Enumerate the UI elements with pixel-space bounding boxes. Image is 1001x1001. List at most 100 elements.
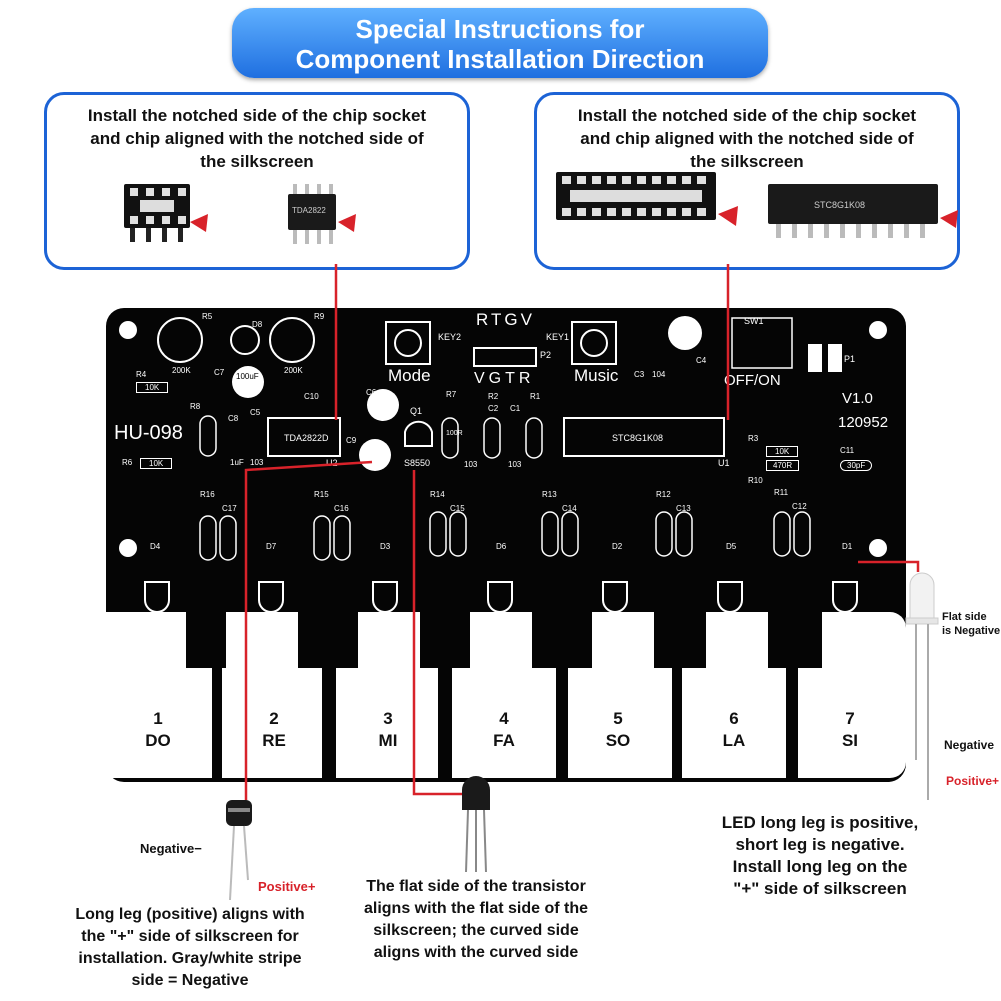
- r9-label: R9: [314, 312, 325, 321]
- chip-small-label: TDA2822: [292, 206, 326, 215]
- r8-label: R8: [190, 402, 201, 411]
- u1-footprint: [563, 417, 725, 457]
- header-banner: Special Instructions for Component Insta…: [232, 8, 768, 78]
- buzzer-positive-label: Positive+: [258, 879, 316, 894]
- u2-label: U2: [326, 458, 338, 468]
- key-7[interactable]: [798, 668, 906, 778]
- c9-label: C9: [346, 436, 357, 445]
- key-4[interactable]: [452, 668, 556, 778]
- notch-pointer-icon: [338, 214, 356, 232]
- notch-pointer-icon: [718, 206, 738, 226]
- capacitor-c4-icon: [668, 316, 702, 350]
- mode-button-outline: [385, 321, 431, 365]
- r3-value: 10K: [766, 446, 799, 457]
- music-label: Music: [574, 366, 619, 385]
- left-panel-line-2: and chip aligned with the notched side o…: [90, 129, 424, 148]
- q1-label: Q1: [410, 406, 423, 416]
- u1-label: U1: [718, 458, 730, 468]
- key-5-top[interactable]: [592, 612, 654, 672]
- r3-label: R3: [748, 434, 759, 443]
- key-2[interactable]: [222, 668, 322, 778]
- c3-value: 104: [652, 370, 666, 379]
- right-panel-line-2: and chip aligned with the notched side o…: [580, 129, 914, 148]
- key-6[interactable]: [682, 668, 786, 778]
- c8-value: 1uF: [230, 458, 244, 467]
- led-negative-label: Negative: [944, 738, 995, 752]
- c11-label: C11: [840, 446, 855, 455]
- potentiometer-icon: [157, 317, 203, 363]
- c1-label: C1: [510, 404, 521, 413]
- key-4-resistor-label: R14: [430, 490, 445, 499]
- left-panel-line-3: the silkscreen: [200, 152, 314, 171]
- key-3[interactable]: [336, 668, 438, 778]
- key-4-led-label: D6: [496, 542, 507, 551]
- vgtr-label: VGTR: [474, 370, 535, 387]
- music-button-outline: [571, 321, 617, 365]
- s8550-label: S8550: [404, 458, 431, 468]
- right-panel-line-3: the silkscreen: [690, 152, 804, 171]
- r10-label: R10: [748, 476, 763, 485]
- notch-pointer-icon: [940, 210, 958, 228]
- key1-label: KEY1: [546, 332, 570, 342]
- u2-footprint: [267, 417, 341, 457]
- key-7-cap-label: C12: [792, 502, 807, 511]
- p2-label: P2: [540, 350, 552, 360]
- key2-label: KEY2: [438, 332, 462, 342]
- c11-value: 30pF: [840, 460, 873, 471]
- key-5-led-label: D2: [612, 542, 623, 551]
- key-3-top[interactable]: [358, 612, 420, 672]
- q1-footprint: [404, 420, 433, 447]
- key-2-cap-label: C16: [334, 504, 349, 513]
- key-2-top[interactable]: [226, 612, 298, 672]
- mounting-hole-icon: [869, 539, 887, 557]
- r10-value: 470R: [766, 460, 800, 471]
- key-4-cap-label: C15: [450, 504, 465, 513]
- r5-value: 200K: [172, 366, 191, 375]
- c10-label: C10: [304, 392, 319, 401]
- r2-label: R2: [488, 392, 499, 401]
- key-6-led-label: D5: [726, 542, 737, 551]
- key-7-led-label: D1: [842, 542, 853, 551]
- board-serial: 120952: [838, 414, 889, 431]
- buzzer-negative-label: Negative−: [140, 841, 202, 856]
- offon-label: OFF/ON: [724, 372, 781, 389]
- pointer-line-buzzer: [244, 460, 373, 800]
- sw1-label: SW1: [744, 316, 764, 326]
- key-5[interactable]: [568, 668, 672, 778]
- notch-pointer-icon: [190, 214, 208, 232]
- header-line-2: Component Installation Direction: [295, 44, 705, 74]
- c8-label: C8: [228, 414, 239, 423]
- key-5-resistor-label: R13: [542, 490, 557, 499]
- c5-label: C5: [250, 408, 261, 417]
- key-6-cap-label: C13: [676, 504, 691, 513]
- c2-label: C2: [488, 404, 499, 413]
- led-caption: LED long leg is positive,short leg is ne…: [721, 813, 919, 898]
- key-1-low[interactable]: [106, 668, 212, 778]
- key-4-top[interactable]: [470, 612, 532, 672]
- c7-value: 100uF: [236, 372, 259, 381]
- key-7-top[interactable]: [822, 612, 906, 672]
- chip-large-label: STC8G1K08: [814, 200, 866, 210]
- c2-value: 103: [464, 460, 478, 469]
- board-title: RTGV: [476, 310, 535, 329]
- c6-label: C6: [366, 388, 377, 397]
- key-6-top[interactable]: [706, 612, 768, 672]
- board-version: V1.0: [842, 390, 873, 407]
- r5-label: R5: [202, 312, 213, 321]
- transistor-icon: [462, 776, 490, 873]
- mounting-hole-icon: [869, 321, 887, 339]
- r7-value: 100R: [446, 430, 463, 437]
- pointer-line-led: [858, 560, 920, 572]
- r4-label: R4: [136, 370, 147, 379]
- key-1-cap-label: C17: [222, 504, 237, 513]
- key-2-resistor-label: R15: [314, 490, 329, 499]
- c3-label: C3: [634, 370, 645, 379]
